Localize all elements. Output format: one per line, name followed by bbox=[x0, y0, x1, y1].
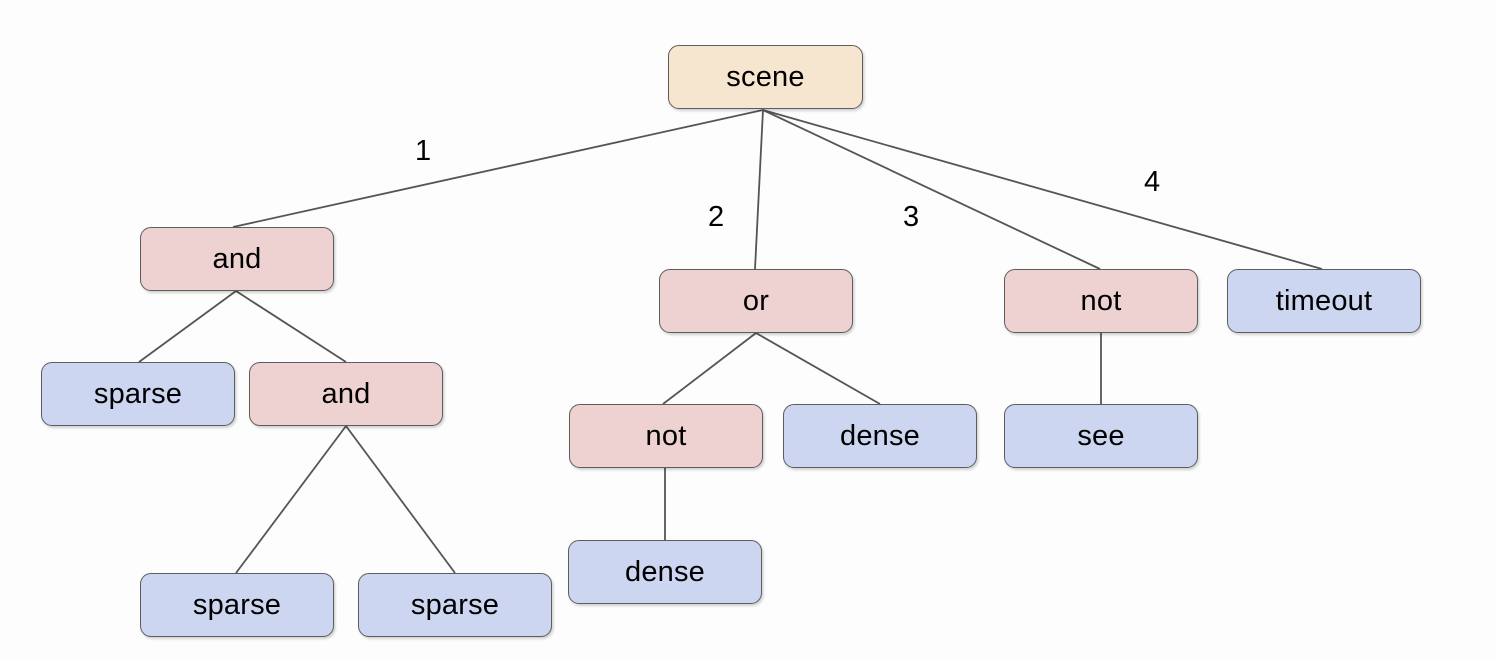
tree-node-dense2[interactable]: dense bbox=[568, 540, 762, 604]
tree-node-dense1[interactable]: dense bbox=[783, 404, 977, 468]
edge-label-1: 1 bbox=[415, 135, 432, 167]
tree-edge bbox=[345, 425, 456, 574]
tree-node-label: sparse bbox=[410, 588, 500, 621]
tree-node-label: not bbox=[1080, 284, 1122, 317]
tree-node-not2[interactable]: not bbox=[569, 404, 763, 468]
tree-node-label: or bbox=[742, 284, 770, 317]
tree-node-and1[interactable]: and bbox=[140, 227, 334, 291]
tree-node-label: timeout bbox=[1275, 284, 1373, 317]
tree-node-sparse2[interactable]: sparse bbox=[140, 573, 334, 637]
tree-node-timeout1[interactable]: timeout bbox=[1227, 269, 1421, 333]
tree-node-and2[interactable]: and bbox=[249, 362, 443, 426]
tree-edge bbox=[235, 290, 347, 363]
tree-node-see1[interactable]: see bbox=[1004, 404, 1198, 468]
tree-edge bbox=[762, 109, 1323, 270]
tree-node-label: and bbox=[321, 377, 371, 410]
tree-node-sparse1[interactable]: sparse bbox=[41, 362, 235, 426]
edge-label-4: 4 bbox=[1144, 166, 1161, 198]
tree-node-label: scene bbox=[726, 60, 805, 93]
tree-edge bbox=[762, 109, 1101, 270]
tree-node-sparse3[interactable]: sparse bbox=[358, 573, 552, 637]
tree-node-label: see bbox=[1077, 419, 1125, 452]
tree-node-not1[interactable]: not bbox=[1004, 269, 1198, 333]
tree-node-or1[interactable]: or bbox=[659, 269, 853, 333]
tree-node-label: and bbox=[212, 242, 262, 275]
tree-node-label: not bbox=[645, 419, 687, 452]
tree-node-label: sparse bbox=[93, 377, 183, 410]
tree-node-scene[interactable]: scene bbox=[668, 45, 863, 109]
tree-edge bbox=[754, 109, 764, 270]
tree-node-label: dense bbox=[624, 555, 705, 588]
edge-label-3: 3 bbox=[903, 201, 920, 233]
edge-label-2: 2 bbox=[708, 201, 725, 233]
tree-edge bbox=[662, 332, 757, 405]
tree-edge bbox=[235, 425, 347, 574]
tree-edge bbox=[755, 332, 881, 405]
tree-edge bbox=[138, 290, 237, 363]
tree-edge bbox=[232, 109, 764, 228]
tree-node-label: dense bbox=[839, 419, 920, 452]
tree-node-label: sparse bbox=[192, 588, 282, 621]
